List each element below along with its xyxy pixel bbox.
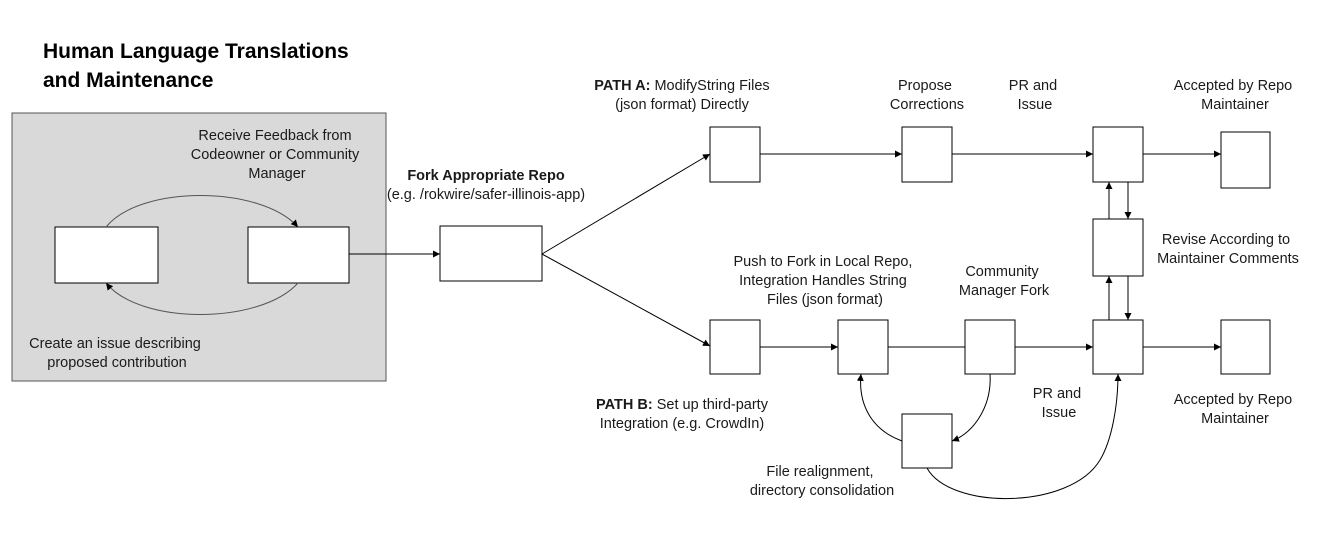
propose-corrections-label: Propose Corrections bbox=[890, 78, 964, 113]
feedback-label: Receive Feedback from Codeowner or Commu… bbox=[191, 128, 363, 182]
file-realignment-label: File realignment, directory consolidatio… bbox=[750, 464, 894, 499]
community-fork-label: Community Manager Fork bbox=[959, 264, 1050, 299]
fork-heading: Fork Appropriate Repo bbox=[407, 168, 565, 184]
diagram-title-line2: and Maintenance bbox=[43, 69, 213, 92]
loop-arrow-feedback bbox=[105, 195, 299, 228]
fork-example: (e.g. /rokwire/safer-illinois-app) bbox=[387, 187, 585, 203]
issue-label: Create an issue describing proposed cont… bbox=[29, 336, 205, 371]
path-b-accepted-label: Accepted by Repo Maintainer bbox=[1174, 392, 1297, 427]
revise-label: Revise According to Maintainer Comments bbox=[1157, 232, 1299, 267]
feedback-node bbox=[247, 226, 350, 284]
revise-node bbox=[1092, 218, 1144, 277]
push-to-fork-label: Push to Fork in Local Repo, Integration … bbox=[734, 254, 917, 308]
connector-fork-to-path-b bbox=[541, 253, 711, 347]
connector-fork-to-path-a bbox=[541, 153, 711, 255]
path-a-modify-node bbox=[709, 126, 761, 183]
connector-realign-to-push bbox=[856, 373, 903, 442]
path-a-pr-node bbox=[1092, 126, 1144, 183]
diagram-title-line1: Human Language Translations bbox=[43, 40, 349, 63]
path-a-pr-label: PR and Issue bbox=[1009, 78, 1061, 113]
path-a-accepted-label: Accepted by Repo Maintainer bbox=[1174, 78, 1297, 113]
path-b-label-line1: PATH B: Set up third-party bbox=[596, 397, 769, 413]
file-realignment-node bbox=[901, 413, 953, 469]
issue-node bbox=[54, 226, 159, 284]
path-b-community-node bbox=[964, 319, 1016, 375]
path-b-accepted-node bbox=[1220, 319, 1271, 375]
loop-arrow-issue bbox=[105, 282, 299, 315]
path-a-label-line2: (json format) Directly bbox=[615, 97, 749, 113]
path-a-accepted-node bbox=[1220, 131, 1271, 189]
path-b-pr-label: PR and Issue bbox=[1033, 386, 1085, 421]
path-b-integration-node bbox=[709, 319, 761, 375]
connector-community-to-realign bbox=[951, 373, 991, 442]
path-b-label-line2: Integration (e.g. CrowdIn) bbox=[600, 416, 764, 432]
fork-repo-node bbox=[439, 225, 543, 282]
connector-realign-to-b-pr bbox=[926, 373, 1122, 499]
path-b-pr-node bbox=[1092, 319, 1144, 375]
path-b-push-node bbox=[837, 319, 889, 375]
path-a-propose-node bbox=[901, 126, 953, 183]
path-a-label-line1: PATH A: ModifyString Files bbox=[594, 78, 769, 94]
